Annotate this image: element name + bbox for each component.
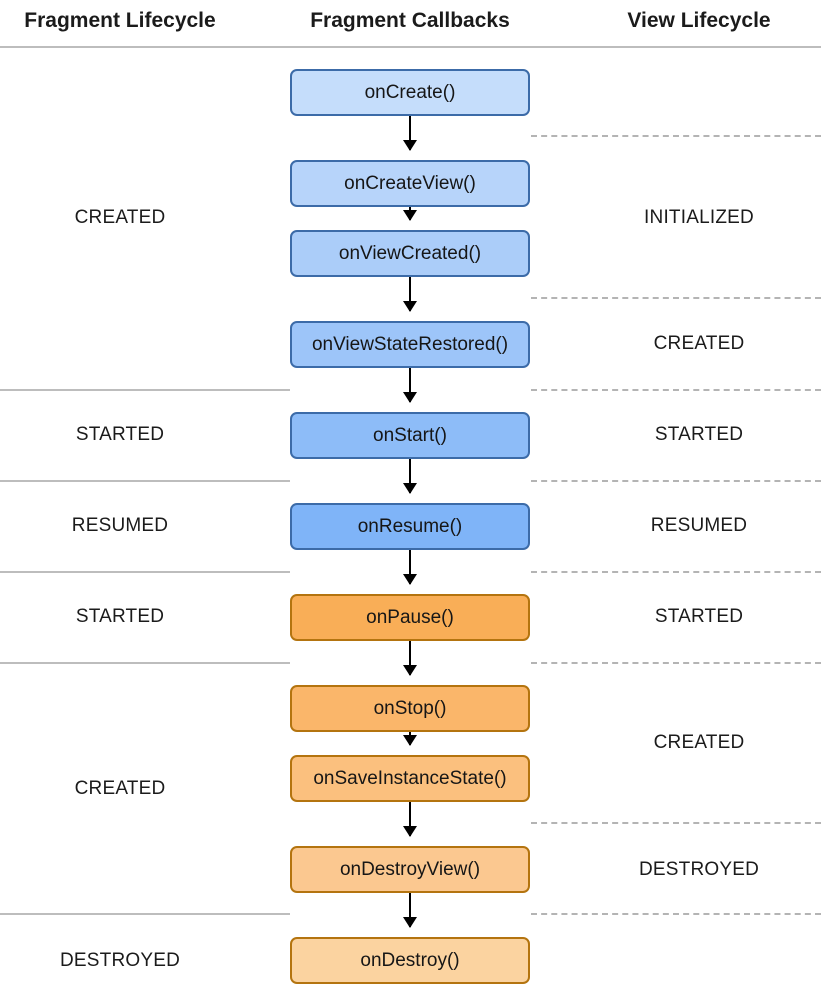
arrow-connector [403,732,417,746]
callback-box-oncreate[interactable]: onCreate() [290,69,530,116]
fragment-lifecycle-state-label: RESUMED [71,515,169,536]
fragment-lifecycle-state-label: STARTED [75,424,165,445]
arrow-connector [403,893,417,928]
view-lifecycle-state-label: STARTED [654,424,744,445]
arrow-connector [403,802,417,837]
callback-box-onresume[interactable]: onResume() [290,503,530,550]
view-lifecycle-state-label: CREATED [653,333,745,354]
arrow-connector [403,641,417,676]
arrow-connector [403,207,417,221]
callback-box-oncreateview[interactable]: onCreateView() [290,160,530,207]
header-divider [0,46,821,48]
view-lifecycle-rule [531,913,821,915]
view-lifecycle-rule [531,389,821,391]
view-lifecycle-rule [531,297,821,299]
view-lifecycle-rule [531,662,821,664]
fragment-lifecycle-rule [0,662,290,664]
arrow-connector [403,116,417,151]
arrow-connector [403,550,417,585]
view-lifecycle-state-label: CREATED [653,732,745,753]
view-lifecycle-rule [531,480,821,482]
view-lifecycle-rule [531,822,821,824]
callback-box-onsaveinstancestate[interactable]: onSaveInstanceState() [290,755,530,802]
arrow-connector [403,277,417,312]
callback-box-ondestroy[interactable]: onDestroy() [290,937,530,984]
callback-box-onstop[interactable]: onStop() [290,685,530,732]
view-lifecycle-state-label: STARTED [654,606,744,627]
fragment-lifecycle-rule [0,571,290,573]
callback-box-onstart[interactable]: onStart() [290,412,530,459]
column-header-fragment-lifecycle: Fragment Lifecycle [24,9,216,32]
view-lifecycle-rule [531,135,821,137]
arrow-connector [403,459,417,494]
callback-box-onviewstaterestored[interactable]: onViewStateRestored() [290,321,530,368]
view-lifecycle-rule [531,571,821,573]
column-header-view-lifecycle: View Lifecycle [627,9,771,32]
fragment-lifecycle-rule [0,913,290,915]
fragment-lifecycle-state-label: STARTED [75,606,165,627]
view-lifecycle-state-label: DESTROYED [638,859,760,880]
column-header-fragment-callbacks: Fragment Callbacks [310,9,510,32]
callback-box-ondestroyview[interactable]: onDestroyView() [290,846,530,893]
fragment-lifecycle-rule [0,480,290,482]
fragment-lifecycle-state-label: CREATED [74,207,166,228]
view-lifecycle-state-label: INITIALIZED [644,207,754,228]
fragment-lifecycle-rule [0,389,290,391]
fragment-lifecycle-state-label: DESTROYED [59,950,181,971]
callback-box-onviewcreated[interactable]: onViewCreated() [290,230,530,277]
fragment-lifecycle-state-label: CREATED [74,778,166,799]
arrow-connector [403,368,417,403]
view-lifecycle-state-label: RESUMED [650,515,748,536]
callback-box-onpause[interactable]: onPause() [290,594,530,641]
